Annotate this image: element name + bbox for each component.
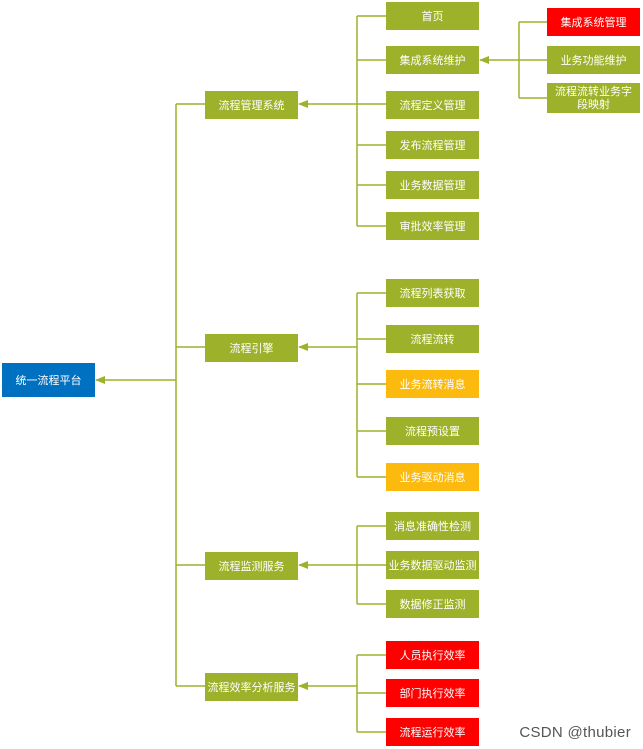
- root-node: 统一流程平台: [2, 363, 95, 397]
- node-message-accuracy-check: 消息准确性检测: [386, 512, 479, 540]
- node-process-definition-management: 流程定义管理: [386, 91, 479, 119]
- node-business-flow-message: 业务流转消息: [386, 370, 479, 398]
- node-release-process-management: 发布流程管理: [386, 131, 479, 159]
- node-business-function-maintenance: 业务功能维护: [547, 46, 640, 74]
- branch-process-monitoring-service: 流程监测服务: [205, 552, 298, 580]
- node-business-data-management: 业务数据管理: [386, 171, 479, 199]
- node-data-correction-monitoring: 数据修正监测: [386, 590, 479, 618]
- node-department-efficiency: 部门执行效率: [386, 679, 479, 707]
- node-process-flow: 流程流转: [386, 325, 479, 353]
- node-business-driven-message: 业务驱动消息: [386, 463, 479, 491]
- branch-process-engine: 流程引擎: [205, 334, 298, 362]
- branch-process-management-system: 流程管理系统: [205, 91, 298, 119]
- node-integrated-system-maintenance: 集成系统维护: [386, 46, 479, 74]
- node-process-list-fetch: 流程列表获取: [386, 279, 479, 307]
- node-process-running-efficiency: 流程运行效率: [386, 718, 479, 746]
- watermark-text: CSDN @thubier: [519, 724, 631, 741]
- node-home: 首页: [386, 2, 479, 30]
- node-business-data-driven-monitoring: 业务数据驱动监测: [386, 551, 479, 579]
- node-process-presetting: 流程预设置: [386, 417, 479, 445]
- node-approval-efficiency-management: 审批效率管理: [386, 212, 479, 240]
- node-personnel-efficiency: 人员执行效率: [386, 641, 479, 669]
- node-integrated-system-management: 集成系统管理: [547, 8, 640, 36]
- node-business-field-mapping: 流程流转业务字段映射: [547, 83, 640, 113]
- branch-efficiency-analysis-service: 流程效率分析服务: [205, 673, 298, 701]
